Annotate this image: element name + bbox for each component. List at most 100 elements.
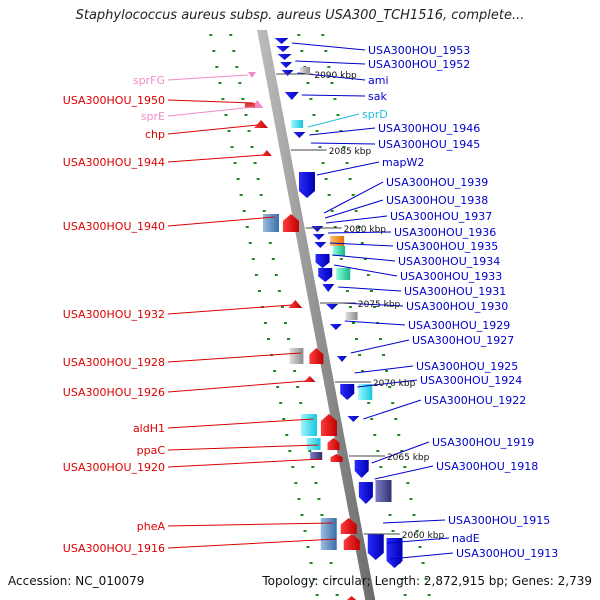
gene-arrow-up[interactable]: [282, 214, 299, 232]
gene-arrow-down[interactable]: [326, 304, 339, 310]
gene-arrow-down[interactable]: [367, 534, 384, 560]
gene-arrow-up[interactable]: [254, 120, 269, 128]
gene-arrow-down[interactable]: [347, 416, 360, 422]
gene-arrow-down[interactable]: [280, 62, 293, 68]
gene-arrow-down[interactable]: [298, 172, 315, 198]
right-gene-label[interactable]: USA300HOU_1930: [406, 300, 508, 313]
gene-arrow-up[interactable]: [330, 454, 343, 462]
right-gene-label[interactable]: USA300HOU_1946: [378, 122, 480, 135]
left-gene-label[interactable]: USA300HOU_1932: [63, 308, 165, 321]
right-gene-label[interactable]: USA300HOU_1945: [378, 138, 480, 151]
right-gene-label[interactable]: USA300HOU_1913: [456, 547, 558, 560]
right-gene-label[interactable]: USA300HOU_1918: [436, 460, 538, 473]
gene-arrow-up[interactable]: [327, 438, 340, 450]
gene-block[interactable]: [375, 480, 392, 502]
kbp-scale-label: 2075 kbp: [358, 300, 401, 310]
left-gene-label[interactable]: USA300HOU_1916: [63, 542, 165, 555]
right-gene-label[interactable]: USA300HOU_1925: [416, 360, 518, 373]
right-gene-label[interactable]: nadE: [452, 532, 480, 545]
left-gene-label[interactable]: sprE: [141, 110, 165, 123]
gene-arrow-down[interactable]: [281, 70, 294, 76]
right-gene-label[interactable]: USA300HOU_1936: [394, 226, 496, 239]
right-gene-label[interactable]: sprD: [362, 108, 388, 121]
gene-arrow-down[interactable]: [284, 92, 299, 100]
gene-arrow-down[interactable]: [312, 234, 325, 240]
guide-dot-right: [321, 34, 325, 36]
gene-block[interactable]: [330, 236, 345, 246]
gene-block[interactable]: [289, 348, 304, 364]
gene-block[interactable]: [310, 452, 323, 460]
gene-arrow-down[interactable]: [340, 384, 355, 400]
gene-block[interactable]: [306, 438, 321, 450]
gene-block[interactable]: [336, 268, 351, 280]
gene-block[interactable]: [333, 246, 346, 256]
right-gene-label[interactable]: USA300HOU_1924: [420, 374, 522, 387]
gene-arrow-up[interactable]: [288, 300, 303, 308]
right-gene-label[interactable]: USA300HOU_1939: [386, 176, 488, 189]
left-gene-label[interactable]: aldH1: [133, 422, 165, 435]
right-gene-label[interactable]: USA300HOU_1933: [400, 270, 502, 283]
right-gene-label[interactable]: USA300HOU_1937: [390, 210, 492, 223]
gene-arrow-down[interactable]: [274, 38, 289, 44]
right-gene-label[interactable]: USA300HOU_1927: [412, 334, 514, 347]
right-gene-label[interactable]: sak: [368, 90, 387, 103]
left-gene-label[interactable]: pheA: [137, 520, 166, 533]
gene-arrow-down[interactable]: [358, 482, 373, 504]
gene-arrow-down[interactable]: [354, 460, 369, 478]
gene-arrow-up[interactable]: [345, 596, 359, 600]
right-gene-label[interactable]: ami: [368, 74, 389, 87]
gene-block[interactable]: [300, 414, 317, 436]
gene-block[interactable]: [262, 214, 279, 232]
right-gene-label[interactable]: USA300HOU_1931: [404, 285, 506, 298]
left-gene-label[interactable]: sprFG: [133, 74, 165, 87]
right-gene-label[interactable]: USA300HOU_1922: [424, 394, 526, 407]
right-gene-label[interactable]: USA300HOU_1915: [448, 514, 550, 527]
left-gene-label[interactable]: USA300HOU_1950: [63, 94, 165, 107]
right-gene-label[interactable]: USA300HOU_1919: [432, 436, 534, 449]
genome-backbone: [257, 30, 376, 600]
gene-arrow-up[interactable]: [343, 534, 360, 550]
gene-arrow-down[interactable]: [329, 324, 342, 330]
gene-arrow-down[interactable]: [247, 72, 256, 78]
gene-arrow-down[interactable]: [276, 46, 291, 52]
guide-dot-inner-left: [277, 290, 281, 292]
right-gene-label[interactable]: USA300HOU_1953: [368, 44, 470, 57]
gene-arrow-down[interactable]: [322, 284, 335, 292]
left-gene-label[interactable]: USA300HOU_1920: [63, 461, 165, 474]
right-gene-label[interactable]: USA300HOU_1929: [408, 319, 510, 332]
gene-arrow-down[interactable]: [293, 132, 306, 138]
gene-arrow-down[interactable]: [386, 538, 403, 568]
right-gene-label[interactable]: USA300HOU_1935: [396, 240, 498, 253]
leader-line: [167, 74, 249, 81]
left-gene-label[interactable]: USA300HOU_1928: [63, 356, 165, 369]
gene-block[interactable]: [244, 103, 255, 108]
gene-block[interactable]: [358, 384, 373, 400]
left-gene-label[interactable]: chp: [145, 128, 165, 141]
gene-block[interactable]: [320, 518, 337, 550]
gene-arrow-down[interactable]: [311, 226, 324, 232]
right-gene-label[interactable]: USA300HOU_1952: [368, 58, 470, 71]
gene-arrow-up[interactable]: [340, 518, 357, 534]
right-gene-label[interactable]: USA300HOU_1938: [386, 194, 488, 207]
left-gene-label[interactable]: USA300HOU_1944: [63, 156, 165, 169]
gene-arrow-down[interactable]: [314, 242, 327, 248]
gene-arrow-up[interactable]: [309, 348, 324, 364]
gene-arrow-down[interactable]: [315, 254, 330, 268]
gene-block[interactable]: [291, 120, 304, 128]
left-gene-label[interactable]: USA300HOU_1926: [63, 386, 165, 399]
gene-block[interactable]: [300, 67, 311, 73]
gene-arrow-down[interactable]: [336, 356, 347, 362]
right-gene-label[interactable]: mapW2: [382, 156, 424, 169]
guide-dot-inner-left: [253, 162, 257, 164]
gene-arrow-down[interactable]: [318, 268, 333, 282]
right-gene-label[interactable]: USA300HOU_1934: [398, 255, 500, 268]
gene-block[interactable]: [345, 312, 358, 320]
guide-dot-inner-left: [299, 402, 303, 404]
gene-arrow-up[interactable]: [303, 376, 316, 382]
gene-arrow-up[interactable]: [320, 414, 337, 436]
gene-arrow-down[interactable]: [277, 54, 292, 60]
gene-arrow-up[interactable]: [261, 150, 272, 156]
left-gene-label[interactable]: USA300HOU_1940: [63, 220, 165, 233]
left-gene-label[interactable]: ppaC: [137, 444, 166, 457]
